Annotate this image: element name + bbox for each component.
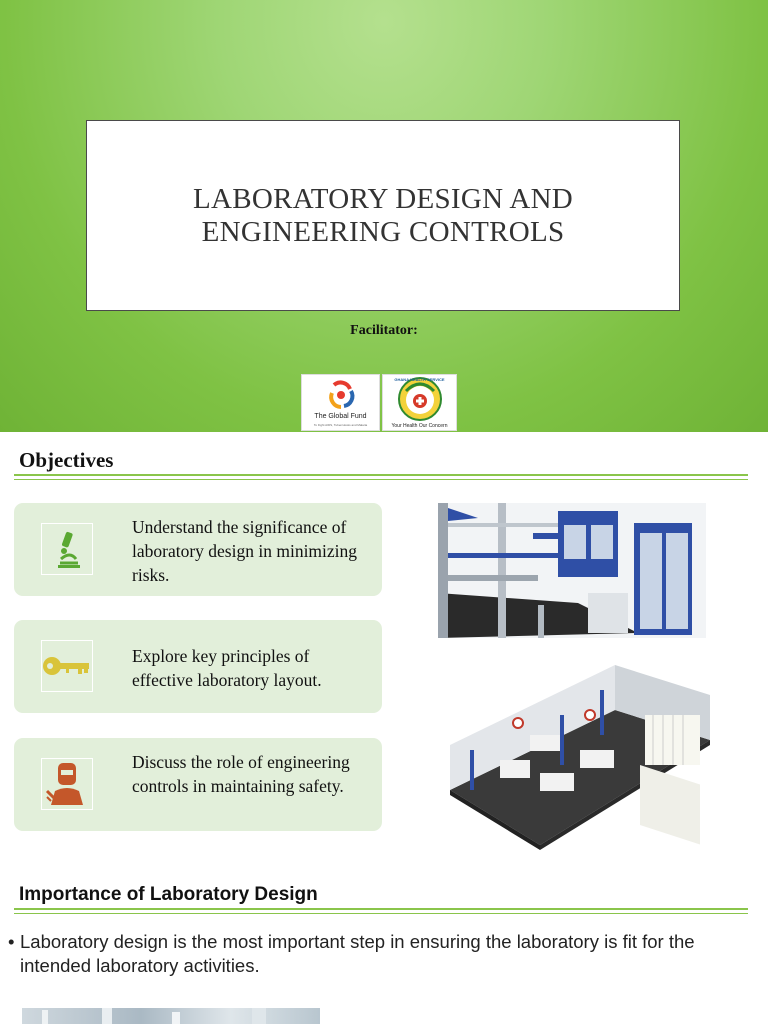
slide-title-line1: LABORATORY DESIGN AND [192, 182, 574, 215]
divider-line [14, 913, 748, 914]
microscope-icon-box [41, 523, 93, 575]
lab-floorplan-image [440, 655, 730, 850]
ghana-ring-text: GHANA HEALTH SERVICE [394, 377, 445, 382]
engineer-icon [45, 763, 83, 805]
importance-bullet-text: Laboratory design is the most important … [20, 931, 695, 976]
divider-line [14, 908, 748, 910]
key-icon-box [41, 640, 93, 692]
slide-title-line2: ENGINEERING CONTROLS [201, 215, 565, 248]
lab-interior-image [22, 1008, 320, 1024]
divider-line [14, 474, 748, 476]
title-slide: LABORATORY DESIGN AND ENGINEERING CONTRO… [0, 0, 768, 432]
key-icon [43, 657, 89, 675]
global-fund-swirl-icon [329, 380, 355, 409]
global-fund-logo: The Global Fund To Fight AIDS, Tuberculo… [301, 374, 380, 431]
ghana-caption: Your Health Our Concern [391, 423, 448, 429]
objective-text-3: Discuss the role of engineering controls… [132, 752, 350, 796]
objectives-heading: Objectives [19, 448, 114, 472]
objective-card-2: Explore key principles of effective labo… [14, 620, 382, 713]
lab-furniture-image [438, 503, 706, 638]
divider-line [14, 479, 748, 480]
objective-text-2: Explore key principles of effective labo… [132, 646, 322, 690]
facilitator-label: Facilitator: [350, 323, 418, 338]
objective-text-1: Understand the significance of laborator… [132, 517, 358, 585]
engineer-icon-box [41, 758, 93, 810]
global-fund-caption: The Global Fund [314, 413, 367, 420]
title-box: LABORATORY DESIGN AND ENGINEERING CONTRO… [86, 120, 680, 311]
global-fund-subcaption: To Fight AIDS, Tuberculosis and Malaria [313, 423, 368, 427]
objective-card-1: Understand the significance of laborator… [14, 503, 382, 596]
ghana-health-seal-icon [398, 377, 442, 421]
microscope-icon [58, 531, 80, 568]
bullet-dot: • [8, 931, 15, 952]
objective-card-3: Discuss the role of engineering controls… [14, 738, 382, 831]
importance-heading: Importance of Laboratory Design [19, 884, 318, 905]
ghana-health-service-logo: GHANA HEALTH SERVICE Your Health Our Con… [382, 374, 457, 431]
